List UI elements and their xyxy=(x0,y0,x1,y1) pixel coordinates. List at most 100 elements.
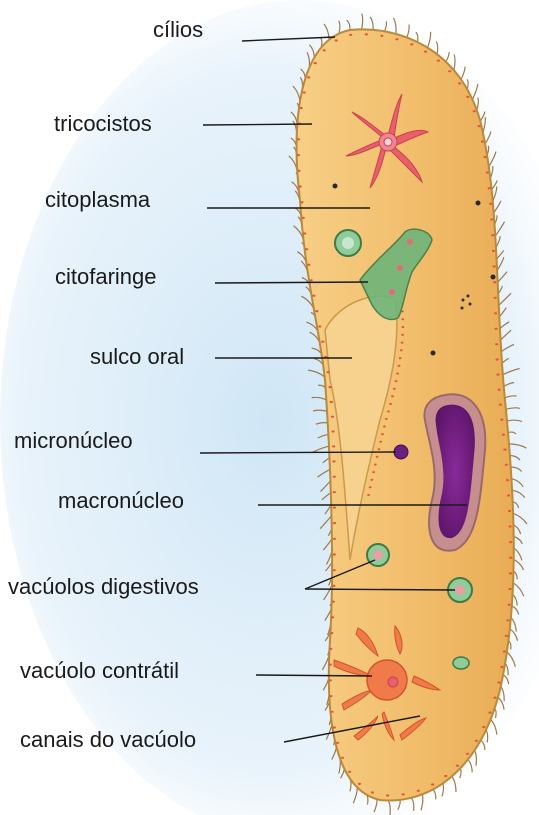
trichocyst xyxy=(458,82,461,84)
trichocyst xyxy=(336,742,339,744)
trichocyst xyxy=(505,635,508,637)
trichocyst xyxy=(380,35,383,37)
trichocyst xyxy=(493,281,496,283)
trichocyst xyxy=(505,464,508,466)
trichocyst xyxy=(329,664,332,666)
label-citofaringe: citofaringe xyxy=(55,266,157,288)
trichocyst xyxy=(496,374,499,376)
trichocyst xyxy=(444,775,447,777)
trichocyst xyxy=(312,295,315,297)
trichocyst xyxy=(302,217,305,219)
cytopharynx-spot xyxy=(407,239,413,245)
trichocyst xyxy=(332,601,335,603)
trichocyst xyxy=(488,187,491,189)
trichocyst xyxy=(333,507,336,509)
trichocyst xyxy=(383,426,386,428)
trichocyst xyxy=(300,107,303,109)
trichocyst xyxy=(492,250,495,252)
cytopharynx-spot xyxy=(389,289,395,295)
trichocyst xyxy=(371,791,374,793)
trichocyst xyxy=(484,156,487,158)
trichocyst xyxy=(332,430,335,432)
trichocyst xyxy=(448,70,451,72)
trichocyst xyxy=(466,96,469,98)
trichocyst xyxy=(475,740,478,742)
trichocyst xyxy=(500,419,503,421)
leader-line-vacuolo-contratil xyxy=(256,675,372,676)
trichocyst xyxy=(386,794,389,796)
trichocyst xyxy=(396,373,399,375)
trichocyst xyxy=(486,172,489,174)
trichocyst xyxy=(374,464,377,466)
trichocyst xyxy=(348,771,351,773)
trichocyst xyxy=(395,380,398,382)
trichocyst xyxy=(303,91,306,93)
leader-line-citofaringe xyxy=(215,282,368,283)
trichocyst xyxy=(323,49,326,51)
trichocyst xyxy=(379,441,382,443)
trichocyst xyxy=(367,494,370,496)
trichocyst xyxy=(387,410,390,412)
trichocyst xyxy=(314,62,317,64)
trichocyst xyxy=(297,138,300,140)
trichocyst xyxy=(333,476,336,478)
trichocyst xyxy=(489,203,492,205)
trichocyst xyxy=(332,460,335,462)
trichocyst xyxy=(490,218,493,220)
trichocyst xyxy=(335,39,338,41)
trichocyst xyxy=(358,783,361,785)
trichocyst xyxy=(402,793,405,795)
trichocyst xyxy=(330,401,333,403)
trichocyst xyxy=(496,358,499,360)
label-canais-do-vacuolo: canais do vacúolo xyxy=(20,729,196,751)
trichocyst xyxy=(331,616,334,618)
trichocyst xyxy=(481,140,484,142)
trichocyst xyxy=(303,232,306,234)
trichocyst xyxy=(401,342,404,344)
trichocyst xyxy=(332,445,335,447)
trichocyst xyxy=(507,494,510,496)
trichocyst xyxy=(376,456,379,458)
trichocyst xyxy=(497,681,500,683)
trichocyst xyxy=(495,328,498,330)
leader-line-tricocistos xyxy=(203,124,312,125)
trichocyst xyxy=(493,697,496,699)
trichocyst xyxy=(400,349,403,351)
trichocyst xyxy=(395,38,398,40)
label-tricocistos: tricocistos xyxy=(54,113,152,135)
trichocyst xyxy=(506,619,509,621)
trichocyst xyxy=(509,557,512,559)
label-vacuolos-digestivos: vacúolos digestivos xyxy=(8,576,199,598)
trichocyst xyxy=(508,510,511,512)
trichocyst xyxy=(410,43,413,45)
trichocyst xyxy=(307,76,310,78)
trichocyst xyxy=(506,479,509,481)
food-vacuole xyxy=(335,230,361,256)
trichocyst xyxy=(310,279,313,281)
trichocyst xyxy=(371,479,374,481)
trichocyst xyxy=(315,310,318,312)
trichocyst xyxy=(333,726,336,728)
trichocyst xyxy=(402,326,405,328)
trichocyst xyxy=(431,783,434,785)
trichocyst xyxy=(331,711,334,713)
trichocyst xyxy=(341,757,344,759)
cytopharynx-spot xyxy=(397,265,403,271)
trichocyst xyxy=(385,418,388,420)
trichocyst xyxy=(508,588,511,590)
trichocyst xyxy=(401,334,404,336)
trichocyst xyxy=(389,403,392,405)
label-macronucleo: macronúcleo xyxy=(58,490,184,512)
trichocyst xyxy=(299,185,302,187)
trichocyst xyxy=(329,695,332,697)
trichocyst xyxy=(331,416,334,418)
trichocyst xyxy=(327,371,330,373)
trichocyst xyxy=(478,125,481,127)
trichocyst xyxy=(493,265,496,267)
food-vacuole-small xyxy=(453,657,469,669)
trichocyst xyxy=(488,712,491,714)
trichocyst xyxy=(332,585,335,587)
trichocyst xyxy=(329,386,332,388)
leader-line-vacuolos-2 xyxy=(305,589,455,590)
trichocyst xyxy=(333,522,336,524)
